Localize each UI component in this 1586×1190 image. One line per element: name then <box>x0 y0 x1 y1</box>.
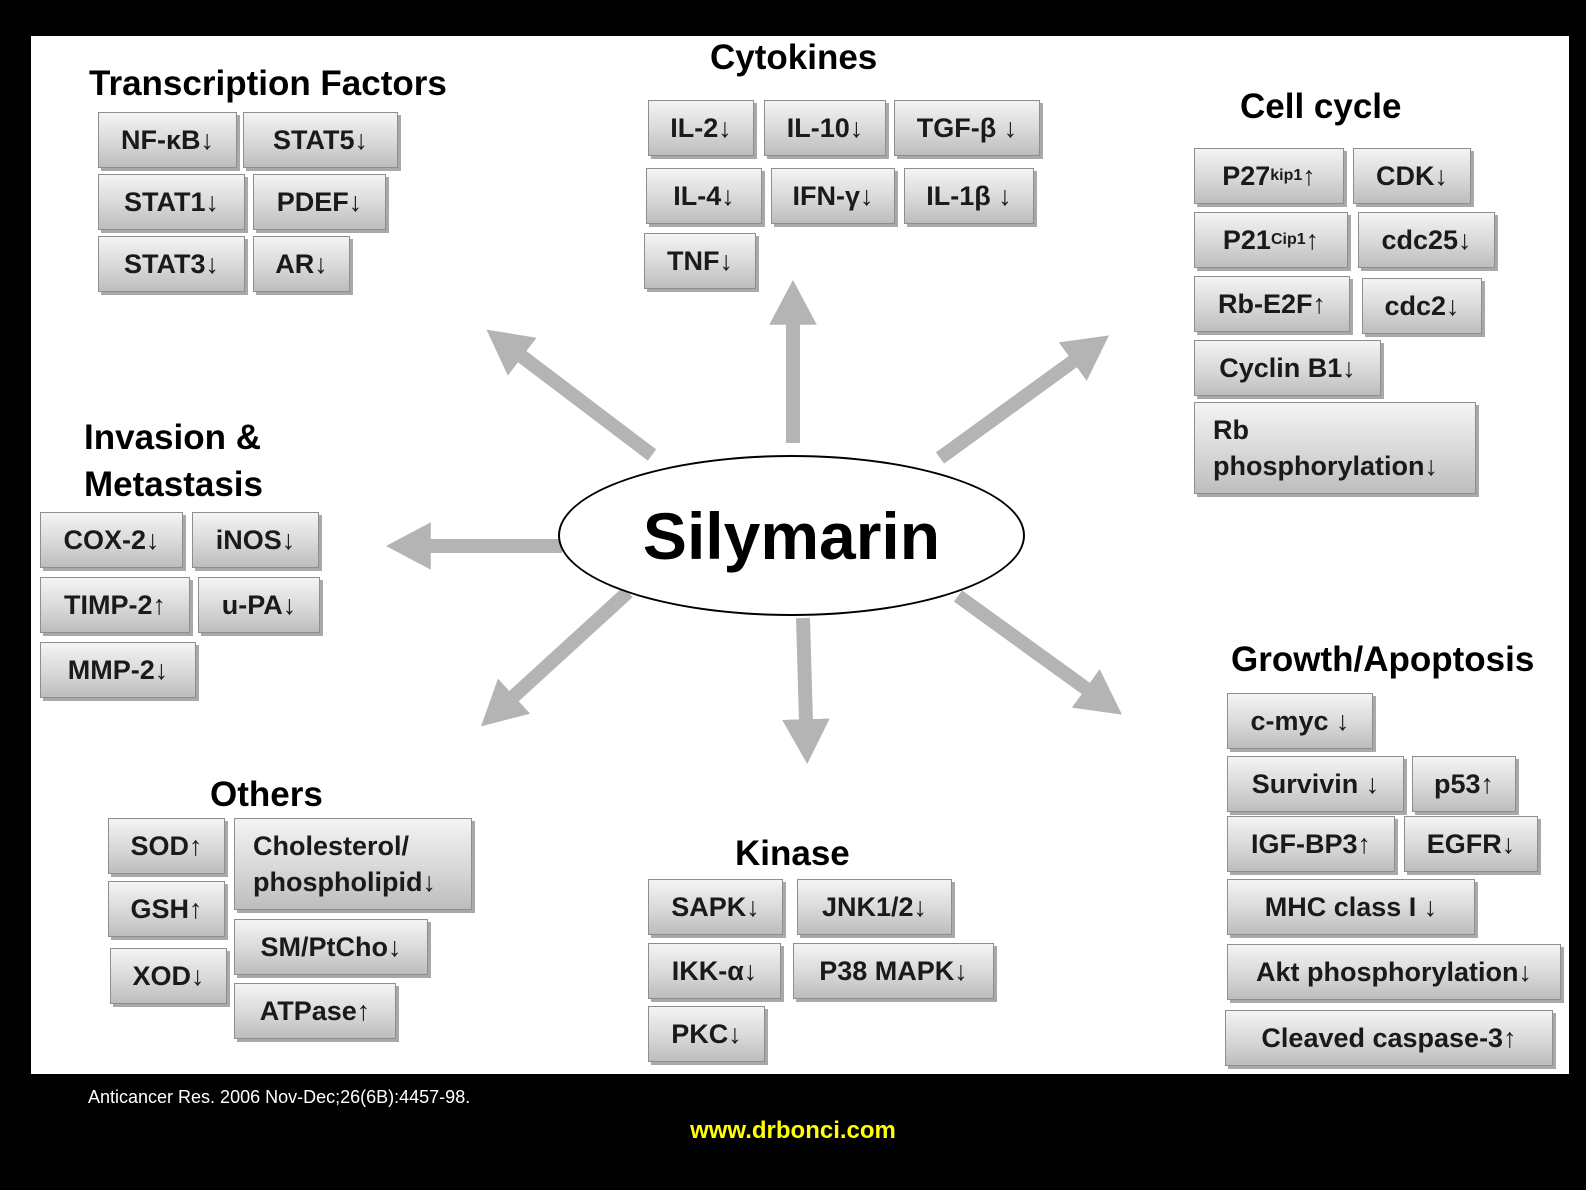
arrow-up-left <box>486 329 657 461</box>
box-cdc2: cdc2↓ <box>1362 278 1482 334</box>
box-igf-bp3: IGF-BP3↑ <box>1227 816 1395 872</box>
heading-cytokines: Cytokines <box>710 38 878 77</box>
box-cdc25: cdc25↓ <box>1358 212 1495 268</box>
box-p53: p53↑ <box>1412 756 1516 812</box>
box-stat1: STAT1↓ <box>98 174 245 230</box>
heading-kinase: Kinase <box>735 834 850 873</box>
box-cleaved-caspase-3: Cleaved caspase-3↑ <box>1225 1010 1553 1066</box>
heading-growth-apoptosis: Growth/Apoptosis <box>1231 640 1535 679</box>
box-il-4: IL-4↓ <box>646 168 762 224</box>
heading-invasion-line2: Metastasis <box>84 465 263 504</box>
box-mhc-class-i: MHC class I ↓ <box>1227 879 1475 935</box>
p21-label: P21 <box>1222 224 1271 255</box>
box-sapk: SAPK↓ <box>648 879 783 935</box>
p21-superscript: Cip1 <box>1270 231 1306 248</box>
box-c-myc: c-myc ↓ <box>1227 693 1373 749</box>
box-rb-e2f: Rb-E2F↑ <box>1194 276 1350 332</box>
p27-label: P27 <box>1222 160 1271 191</box>
rb-line2: phosphorylation↓ <box>1213 451 1438 481</box>
p27-arrow: ↑ <box>1302 160 1316 191</box>
box-tnf: TNF↓ <box>644 233 756 289</box>
box-mmp-2: MMP-2↓ <box>40 642 196 698</box>
cholesterol-line1: Cholesterol/ <box>253 831 410 861</box>
box-p38-mapk: P38 MAPK↓ <box>793 943 994 999</box>
box-survivin: Survivin ↓ <box>1227 756 1404 812</box>
box-il-1b: IL-1β ↓ <box>904 168 1034 224</box>
box-u-pa: u-PA↓ <box>198 577 320 633</box>
box-atpase: ATPase↑ <box>234 983 396 1039</box>
silymarin-center: Silymarin <box>558 455 1025 616</box>
box-gsh: GSH↑ <box>108 881 225 937</box>
box-timp-2: TIMP-2↑ <box>40 577 190 633</box>
heading-transcription-factors: Transcription Factors <box>89 64 447 103</box>
box-il-10: IL-10↓ <box>764 100 886 156</box>
box-pkc: PKC↓ <box>648 1006 765 1062</box>
box-cox-2: COX-2↓ <box>40 512 183 568</box>
citation: Anticancer Res. 2006 Nov-Dec;26(6B):4457… <box>88 1087 471 1107</box>
box-sod: SOD↑ <box>108 818 225 874</box>
box-rb-phosphorylation: Rb phosphorylation↓ <box>1194 402 1476 494</box>
arrow-down-left <box>480 586 633 727</box>
box-cdk: CDK↓ <box>1353 148 1471 204</box>
heading-invasion-line1: Invasion & <box>84 418 261 457</box>
box-ikk-a: IKK-α↓ <box>648 943 781 999</box>
box-pdef: PDEF↓ <box>253 174 386 230</box>
rb-line1: Rb <box>1213 415 1249 445</box>
box-stat3: STAT3↓ <box>98 236 245 292</box>
box-sm-ptcho: SM/PtCho↓ <box>234 919 428 975</box>
box-inos: iNOS↓ <box>192 512 319 568</box>
arrow-down-right <box>953 590 1123 715</box>
website-link[interactable]: www.drbonci.com <box>690 1117 896 1144</box>
box-cyclin-b1: Cyclin B1↓ <box>1194 340 1381 396</box>
box-il-2: IL-2↓ <box>648 100 754 156</box>
heading-cell-cycle: Cell cycle <box>1240 87 1402 126</box>
arrow-down <box>782 617 830 764</box>
center-label: Silymarin <box>642 498 941 573</box>
box-cholesterol-phospholipid: Cholesterol/phospholipid↓ <box>234 818 472 910</box>
box-tgf-b: TGF-β ↓ <box>894 100 1040 156</box>
box-jnk1-2: JNK1/2↓ <box>797 879 952 935</box>
heading-others: Others <box>210 775 323 814</box>
box-stat5: STAT5↓ <box>243 112 398 168</box>
box-xod: XOD↓ <box>110 948 227 1004</box>
arrow-up-right <box>935 335 1109 464</box>
p21-arrow: ↑ <box>1305 224 1320 255</box>
box-akt-phosphorylation: Akt phosphorylation↓ <box>1227 944 1561 1000</box>
box-ifn-g: IFN-γ↓ <box>771 168 895 224</box>
box-egfr: EGFR↓ <box>1404 816 1538 872</box>
box-ar: AR↓ <box>253 236 350 292</box>
cholesterol-line2: phospholipid↓ <box>253 867 436 897</box>
p27-superscript: kip1 <box>1270 167 1303 184</box>
box-nf-kb: NF-κB↓ <box>98 112 237 168</box>
